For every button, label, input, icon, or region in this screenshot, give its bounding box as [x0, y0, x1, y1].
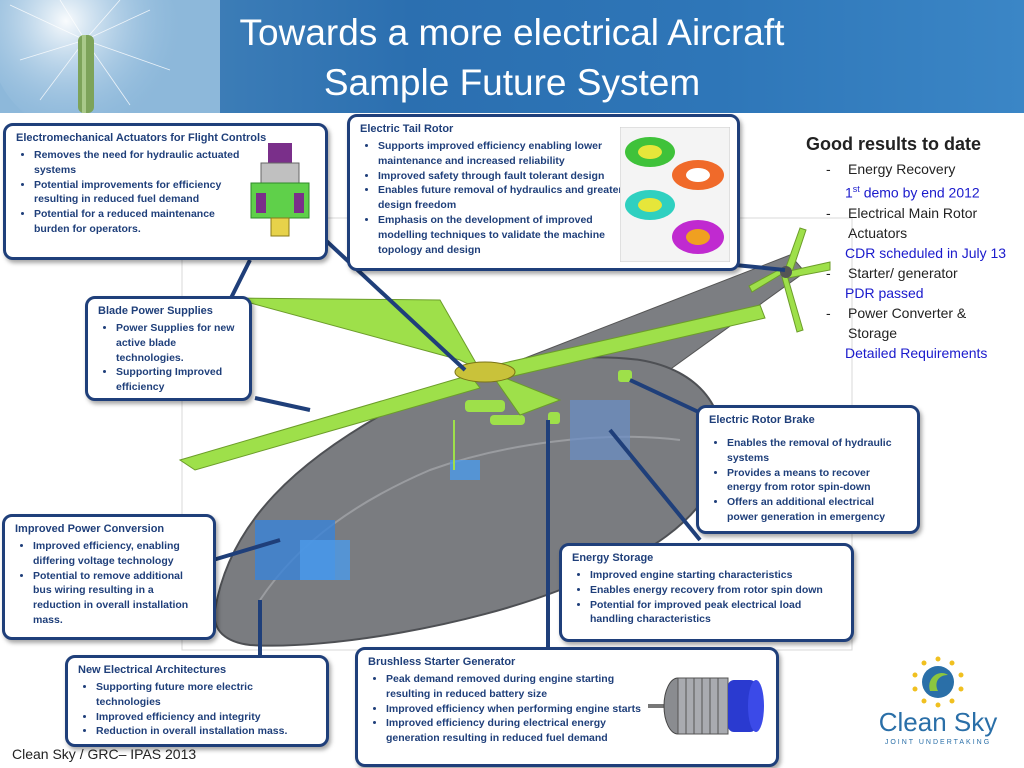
result-status: CDR scheduled in July 13 [845, 244, 1007, 261]
power-conversion-title: Improved Power Conversion [15, 523, 165, 535]
list-item: Supporting future more electric technolo… [96, 680, 316, 710]
list-item: Improved efficiency during electrical en… [386, 716, 641, 746]
ema-box: Electromechanical Actuators for Flight C… [3, 123, 328, 260]
list-item: Enables future removal of hydraulics and… [378, 183, 626, 213]
list-item: Supporting Improved efficiency [116, 365, 239, 395]
list-item: Peak demand removed during engine starti… [386, 672, 641, 702]
ema-list: Removes the need for hydraulic actuated … [16, 148, 249, 237]
footer-text: Clean Sky / GRC– IPAS 2013 [12, 746, 197, 762]
starter-generator-motor-icon [648, 677, 764, 735]
result-label: Power Converter & Storage [848, 304, 967, 341]
blade-power-box: Blade Power Supplies Power Supplies for … [85, 296, 252, 401]
power-conversion-list: Improved efficiency, enabling differing … [15, 539, 203, 628]
rotor-brake-title: Electric Rotor Brake [709, 414, 815, 426]
list-item: Power Supplies for new active blade tech… [116, 321, 239, 365]
blade-power-list: Power Supplies for new active blade tech… [98, 321, 239, 395]
blade-power-title: Blade Power Supplies [98, 305, 213, 317]
ema-title: Electromechanical Actuators for Flight C… [16, 132, 267, 144]
power-conversion-box: Improved Power Conversion Improved effic… [2, 514, 216, 640]
header-banner: Towards a more electrical Aircraft Sampl… [0, 0, 1024, 113]
list-item: Enables the removal of hydraulic systems [727, 436, 907, 466]
list-item: Improved efficiency and integrity [96, 710, 316, 725]
result-status: 1st demo by end 2012 [845, 184, 980, 201]
list-item: Emphasis on the development of improved … [378, 213, 626, 257]
dash-marker: - [826, 161, 831, 177]
result-label: Electrical Main Rotor Actuators [848, 204, 978, 241]
result-label: Energy Recovery [848, 161, 956, 177]
list-item: - Starter/ generator [800, 263, 1022, 283]
list-item: Enables energy recovery from rotor spin … [590, 583, 841, 598]
list-item: - Power Converter & Storage [800, 303, 1022, 343]
list-item: Potential for improved peak electrical l… [590, 598, 841, 628]
list-item: Potential for a reduced maintenance burd… [34, 207, 249, 237]
title-line-1: Towards a more electrical Aircraft [239, 12, 785, 53]
starter-generator-box: Brushless Starter Generator Peak demand … [355, 647, 779, 767]
logo-tagline: JOINT UNDERTAKING [884, 739, 992, 746]
page-title: Towards a more electrical Aircraft Sampl… [0, 8, 1024, 108]
result-status: PDR passed [845, 284, 924, 301]
results-heading: Good results to date [806, 134, 982, 154]
rotor-brake-box: Electric Rotor Brake Enables the removal… [696, 405, 920, 534]
results-panel: Good results to date - Energy Recovery 1… [800, 134, 1022, 363]
list-item: Reduction in overall installation mass. [96, 724, 316, 739]
electrical-architectures-title: New Electrical Architectures [78, 664, 227, 676]
tail-rotor-box: Electric Tail Rotor Supports improved ef… [347, 114, 740, 271]
list-item: Improved efficiency when performing engi… [386, 702, 641, 717]
list-item: Improved efficiency, enabling differing … [33, 539, 203, 569]
list-item: Potential improvements for efficiency re… [34, 178, 249, 208]
list-item: Potential to remove additional bus wirin… [33, 569, 203, 628]
starter-generator-title: Brushless Starter Generator [368, 656, 516, 668]
energy-storage-title: Energy Storage [572, 552, 654, 564]
result-label: Starter/ generator [848, 264, 958, 281]
rotor-brake-list: Enables the removal of hydraulic systems… [709, 436, 907, 525]
dandelion-photo-icon [0, 0, 220, 113]
tail-rotor-list: Supports improved efficiency enabling lo… [360, 139, 626, 257]
motor-simulation-icon [620, 127, 730, 262]
energy-storage-box: Energy Storage Improved engine starting … [559, 543, 854, 642]
list-item: Offers an additional electrical power ge… [727, 495, 907, 525]
list-item: Provides a means to recover energy from … [727, 466, 907, 496]
dash-marker: - [826, 204, 831, 221]
energy-storage-list: Improved engine starting characteristics… [572, 568, 841, 627]
list-item: Improved safety through fault tolerant d… [378, 169, 626, 184]
result-status: Detailed Requirements [845, 344, 988, 361]
clean-sky-logo: Clean Sky JOINT UNDERTAKING [868, 655, 1008, 750]
list-item: - Electrical Main Rotor Actuators [800, 203, 1022, 243]
actuator-model-icon [250, 143, 310, 237]
logo-wordmark: Clean Sky [878, 707, 998, 737]
eu-stars-logo-icon [912, 656, 964, 708]
list-item: Supports improved efficiency enabling lo… [378, 139, 626, 169]
list-item: Removes the need for hydraulic actuated … [34, 148, 249, 178]
list-item: Improved engine starting characteristics [590, 568, 841, 583]
tail-rotor-title: Electric Tail Rotor [360, 123, 454, 135]
electrical-architectures-list: Supporting future more electric technolo… [78, 680, 316, 739]
dash-marker: - [826, 264, 831, 281]
electrical-architectures-box: New Electrical Architectures Supporting … [65, 655, 329, 747]
list-item: - Energy Recovery [800, 159, 1022, 179]
title-line-2: Sample Future System [323, 62, 701, 103]
dash-marker: - [826, 304, 831, 321]
starter-generator-list: Peak demand removed during engine starti… [368, 672, 641, 746]
